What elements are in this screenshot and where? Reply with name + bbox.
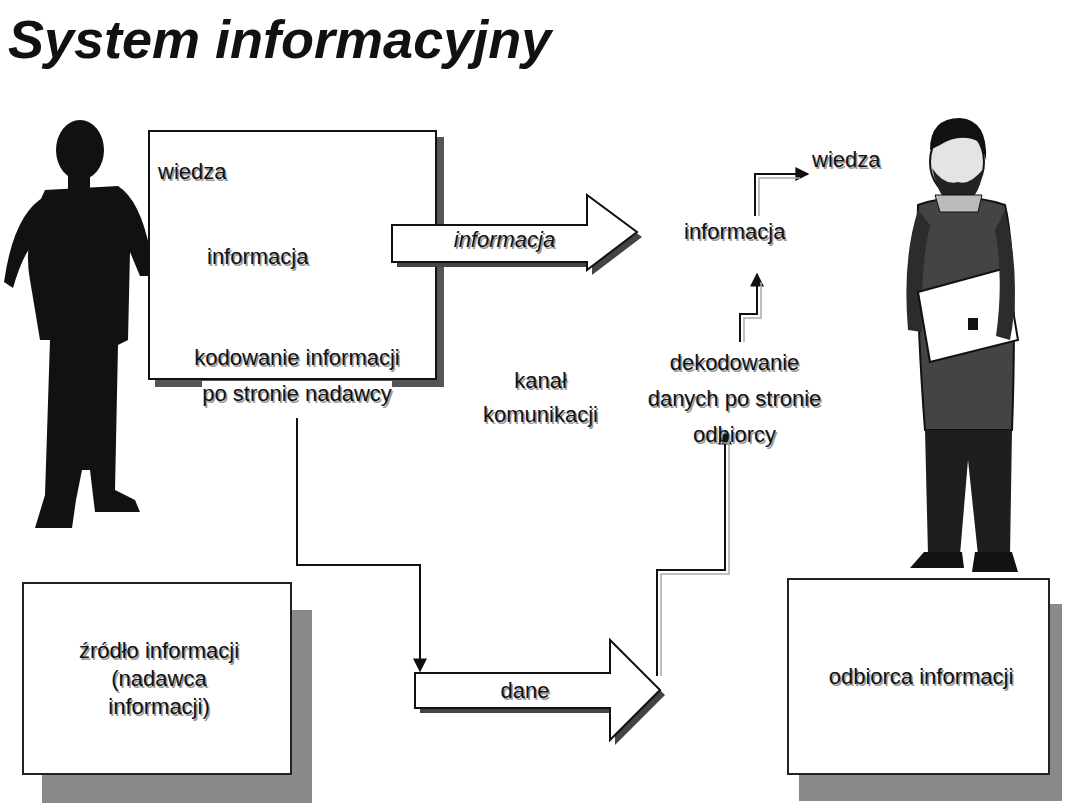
info-box: odbiorca informacji bbox=[787, 578, 1050, 775]
arrow-outline bbox=[392, 195, 637, 270]
node-text: wiedza bbox=[158, 158, 278, 186]
flow-label: wiedza bbox=[812, 146, 922, 174]
node-text: odbiorca informacji bbox=[811, 663, 1031, 691]
node-text: kodowanie informacji po stronie nadawcy bbox=[194, 345, 399, 406]
flow-label: kanał komunikacji bbox=[468, 364, 613, 432]
block-arrow: dane bbox=[415, 640, 660, 740]
arrow-outline bbox=[415, 640, 660, 740]
node-text: informacja bbox=[207, 243, 347, 271]
block-arrow: informacja bbox=[392, 195, 637, 270]
diagram-title: System informacyjny bbox=[8, 6, 551, 72]
text-holder: kodowanie informacji po stronie nadawcy bbox=[182, 340, 412, 412]
node-text: źródło informacji (nadawca informacji) bbox=[64, 637, 254, 721]
flow-label: informacja bbox=[684, 218, 829, 246]
process-box: wiedza informacja kodowanie informacji po … bbox=[148, 130, 448, 416]
receiver-figure bbox=[906, 118, 1018, 572]
sender-silhouette bbox=[4, 120, 170, 528]
node-text: dane bbox=[435, 677, 615, 705]
node-text: informacja bbox=[412, 226, 597, 254]
flow-label: dekodowanie danych po stronie odbiorcy bbox=[632, 345, 837, 453]
info-box: źródło informacji (nadawca informacji) bbox=[22, 582, 292, 775]
connector bbox=[297, 418, 420, 671]
